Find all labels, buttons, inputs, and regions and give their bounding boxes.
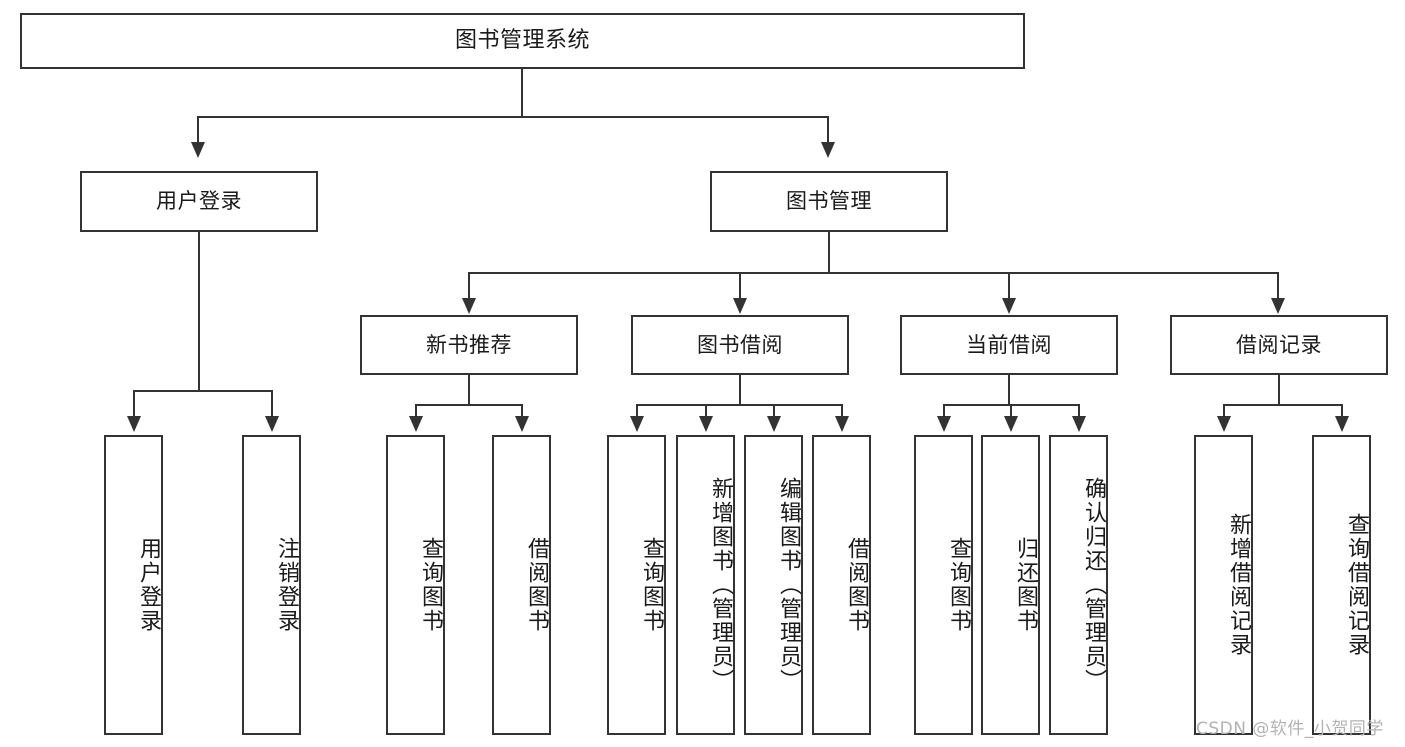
connector-records-stem: [1278, 375, 1280, 405]
node-label: 用户登录: [156, 189, 242, 214]
node-label: 图书管理系统: [454, 28, 590, 54]
connector-new-book-bus: [415, 404, 522, 406]
connector-book-mgmt-stem: [828, 232, 830, 273]
connector-current-stem: [1008, 375, 1010, 405]
connector-borrow-to-leaf-3: [773, 404, 775, 418]
arrow-book-mgmt-to-new-book: [462, 298, 476, 314]
node-label: 图书借阅: [697, 332, 783, 357]
leaf-user-login-signout[interactable]: 注销登录: [242, 435, 301, 735]
connector-user-login-to-leaf-2: [271, 390, 273, 418]
node-label: 新书推荐: [426, 332, 512, 357]
arrow-current-to-leaf-3: [1072, 416, 1086, 432]
connector-book-mgmt-to-new-book: [468, 272, 470, 300]
connector-book-mgmt-to-current: [1008, 272, 1010, 300]
node-label: 借阅记录: [1236, 332, 1322, 357]
connector-borrow-to-leaf-2: [705, 404, 707, 418]
leaf-borrow-borrow-book[interactable]: 借阅图书: [812, 435, 871, 735]
arrow-records-to-leaf-1: [1217, 416, 1231, 432]
node-user-login[interactable]: 用户登录: [80, 171, 318, 232]
connector-borrow-to-leaf-4: [841, 404, 843, 418]
node-label: 确认归还（管理员）: [1081, 477, 1106, 693]
connector-records-to-leaf-2: [1341, 404, 1343, 418]
arrow-root-to-user-login: [191, 142, 205, 158]
connector-new-book-stem: [468, 375, 470, 405]
node-label: 查询图书: [946, 537, 971, 633]
leaf-new-book-borrow[interactable]: 借阅图书: [492, 435, 551, 735]
node-label: 查询图书: [418, 537, 443, 633]
connector-borrow-bus: [636, 404, 843, 406]
arrow-new-book-to-leaf-2: [515, 416, 529, 432]
arrow-borrow-to-leaf-3: [767, 416, 781, 432]
connector-user-login-stem: [198, 232, 200, 391]
arrow-borrow-to-leaf-4: [835, 416, 849, 432]
connector-current-to-leaf-1: [943, 404, 945, 418]
leaf-borrow-add-book-admin[interactable]: 新增图书（管理员）: [676, 435, 735, 735]
arrow-current-to-leaf-2: [1004, 416, 1018, 432]
node-new-book-recommend[interactable]: 新书推荐: [360, 315, 578, 375]
connector-root-stem: [521, 69, 523, 117]
connector-root-to-user-login: [197, 116, 199, 144]
leaf-borrow-query-book[interactable]: 查询图书: [607, 435, 666, 735]
connector-borrow-stem: [739, 375, 741, 405]
connector-book-mgmt-to-records: [1277, 272, 1279, 300]
leaf-new-book-query[interactable]: 查询图书: [386, 435, 445, 735]
node-book-borrow[interactable]: 图书借阅: [631, 315, 849, 375]
arrow-book-mgmt-to-borrow: [733, 298, 747, 314]
arrow-borrow-to-leaf-2: [699, 416, 713, 432]
arrow-user-login-to-leaf-1: [127, 416, 141, 432]
node-root-library-system[interactable]: 图书管理系统: [20, 13, 1025, 69]
node-label: 查询借阅记录: [1344, 513, 1369, 657]
connector-book-mgmt-to-borrow: [739, 272, 741, 300]
arrow-records-to-leaf-2: [1335, 416, 1349, 432]
leaf-current-query-book[interactable]: 查询图书: [914, 435, 973, 735]
connector-new-book-to-leaf-1: [415, 404, 417, 418]
node-label: 当前借阅: [966, 332, 1052, 357]
watermark-text: CSDN @软件_小贺同学: [1196, 719, 1384, 739]
node-book-management[interactable]: 图书管理: [710, 171, 948, 232]
arrow-book-mgmt-to-records: [1271, 298, 1285, 314]
connector-root-bus: [197, 116, 829, 118]
connector-current-to-leaf-2: [1010, 404, 1012, 418]
leaf-borrow-edit-book-admin[interactable]: 编辑图书（管理员）: [744, 435, 803, 735]
node-label: 借阅图书: [844, 537, 869, 633]
node-label: 注销登录: [274, 537, 299, 633]
connector-book-mgmt-bus: [468, 272, 1279, 274]
node-label: 查询图书: [639, 537, 664, 633]
node-label: 借阅图书: [524, 537, 549, 633]
node-current-borrow[interactable]: 当前借阅: [900, 315, 1118, 375]
node-label: 编辑图书（管理员）: [776, 477, 801, 693]
arrow-root-to-book-mgmt: [821, 142, 835, 158]
node-label: 新增图书（管理员）: [708, 477, 733, 693]
connector-user-login-bus: [133, 390, 272, 392]
arrow-user-login-to-leaf-2: [265, 416, 279, 432]
node-label: 用户登录: [136, 537, 161, 633]
connector-borrow-to-leaf-1: [636, 404, 638, 418]
connector-user-login-to-leaf-1: [133, 390, 135, 418]
node-label: 归还图书: [1013, 537, 1038, 633]
leaf-current-confirm-return-admin[interactable]: 确认归还（管理员）: [1049, 435, 1108, 735]
arrow-book-mgmt-to-current: [1002, 298, 1016, 314]
leaf-records-query-record[interactable]: 查询借阅记录: [1312, 435, 1371, 735]
arrow-new-book-to-leaf-1: [409, 416, 423, 432]
connector-root-to-book-mgmt: [827, 116, 829, 144]
leaf-user-login-signin[interactable]: 用户登录: [104, 435, 163, 735]
leaf-records-add-record[interactable]: 新增借阅记录: [1194, 435, 1253, 735]
arrow-borrow-to-leaf-1: [630, 416, 644, 432]
node-label: 图书管理: [786, 189, 872, 214]
connector-records-to-leaf-1: [1223, 404, 1225, 418]
connector-new-book-to-leaf-2: [521, 404, 523, 418]
arrow-current-to-leaf-1: [937, 416, 951, 432]
node-borrow-records[interactable]: 借阅记录: [1170, 315, 1388, 375]
connector-records-bus: [1223, 404, 1342, 406]
connector-current-to-leaf-3: [1078, 404, 1080, 418]
leaf-current-return-book[interactable]: 归还图书: [981, 435, 1040, 735]
node-label: 新增借阅记录: [1226, 513, 1251, 657]
